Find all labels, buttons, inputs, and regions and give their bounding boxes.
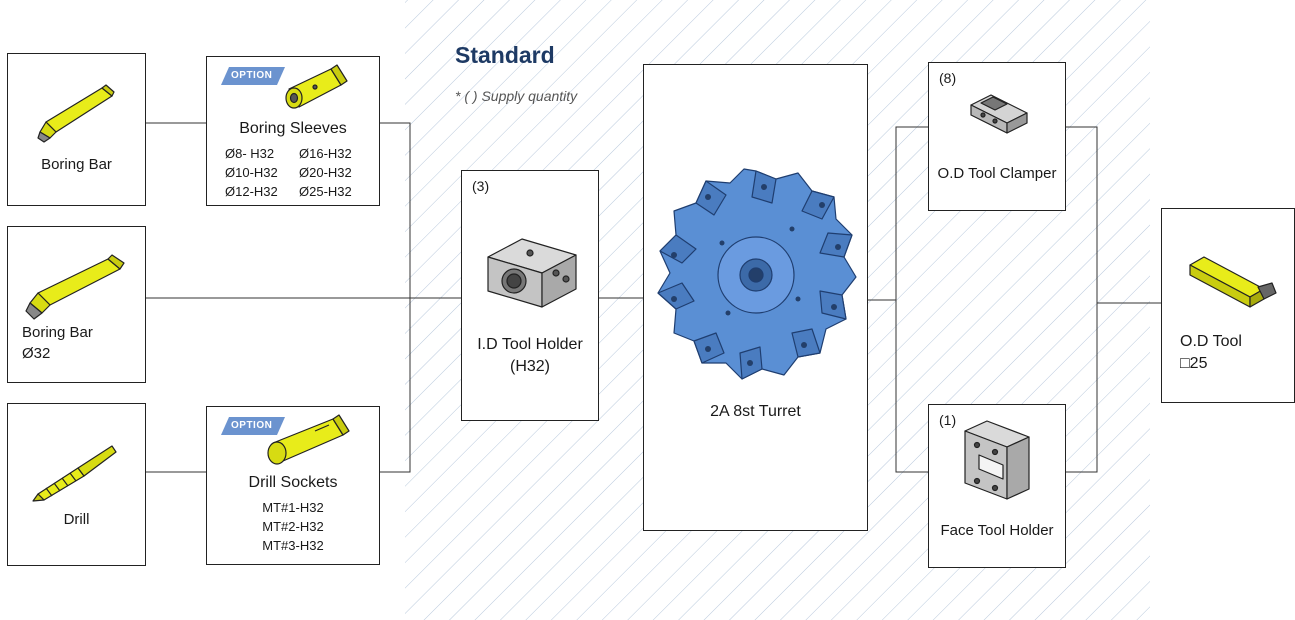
option-badge: OPTION: [221, 67, 285, 85]
id-tool-holder-box: (3) I.D Tool Holder (H32): [461, 170, 599, 421]
drill-sockets-label: Drill Sockets: [248, 474, 338, 491]
od-tool-clamper-box: (8) O.D Tool Clamper: [928, 62, 1066, 211]
boring-bar-32-label: Boring Bar: [22, 324, 93, 341]
id-tool-holder-size: (H32): [509, 358, 550, 375]
socket-size: MT#2-H32: [262, 519, 324, 534]
option-badge: OPTION: [221, 417, 285, 435]
sleeve-size: Ø20-H32: [299, 165, 352, 180]
face-tool-holder-icon: [964, 420, 1030, 500]
sleeve-size: Ø8- H32: [225, 146, 275, 161]
boring-bar-box: Boring Bar: [7, 53, 146, 206]
page-title: Standard: [455, 42, 555, 68]
od-tool-size: □25: [1180, 355, 1208, 372]
od-tool-clamper-label: O.D Tool Clamper: [937, 165, 1057, 182]
turret-label: 2A 8st Turret: [710, 403, 801, 420]
supply-quantity-note: * ( ) Supply quantity: [455, 88, 578, 104]
sleeve-size: Ø16-H32: [299, 146, 352, 161]
id-tool-holder-qty: (3): [472, 178, 490, 194]
boring-sleeves-box: OPTION Boring Sleeves Ø8- H32 Ø16-H32 Ø1…: [206, 56, 380, 206]
od-tool-clamper-qty: (8): [939, 70, 957, 86]
drill-icon: [32, 445, 117, 502]
sleeve-size: Ø12-H32: [225, 184, 278, 199]
turret-icon: [657, 168, 857, 380]
face-tool-holder-box: (1) Face Tool Holder: [928, 404, 1066, 568]
sleeve-size: Ø25-H32: [299, 184, 352, 199]
od-tool-icon: [1189, 256, 1277, 308]
boring-bar-32-size: Ø32: [22, 345, 51, 362]
socket-size: MT#3-H32: [262, 538, 324, 553]
boring-bar-32-box: Boring Bar Ø32: [7, 226, 146, 383]
drill-socket-icon: [267, 414, 350, 465]
drill-sockets-box: OPTION Drill Sockets MT#1-H32 MT#2-H32 M…: [206, 406, 380, 565]
id-tool-holder-label: I.D Tool Holder: [477, 336, 583, 353]
od-tool-label: O.D Tool: [1180, 333, 1242, 350]
boring-sleeve-icon: [285, 64, 348, 109]
socket-size: MT#1-H32: [262, 500, 324, 515]
face-tool-holder-qty: (1): [939, 412, 957, 428]
turret-box: 2A 8st Turret: [643, 64, 868, 531]
id-tool-holder-icon: [487, 238, 577, 308]
boring-bar-label: Boring Bar: [41, 156, 112, 173]
face-tool-holder-label: Face Tool Holder: [940, 522, 1054, 539]
drill-label: Drill: [63, 511, 90, 528]
boring-bar-icon: [25, 254, 125, 320]
boring-sleeves-label: Boring Sleeves: [239, 120, 347, 137]
od-tool-clamper-icon: [970, 94, 1028, 134]
sleeve-size: Ø10-H32: [225, 165, 278, 180]
od-tool-box: O.D Tool □25: [1161, 208, 1295, 403]
drill-box: Drill: [7, 403, 146, 566]
boring-bar-icon: [37, 84, 115, 143]
